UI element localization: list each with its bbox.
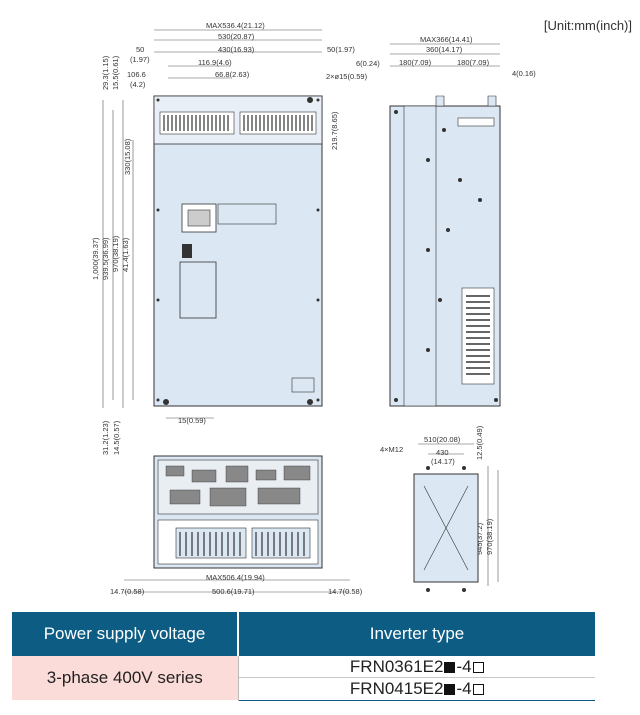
dim-50-inch: (1.97) bbox=[130, 55, 150, 64]
panel-cutout-view: 4×M12 510(20.08) 430 (14.17) 12.5(0.49) … bbox=[380, 425, 499, 592]
cutout-945: 945(37.2) bbox=[475, 522, 484, 555]
header-voltage: Power supply voltage bbox=[12, 612, 239, 656]
bottom-view: MAX506.4(19.94) 14.7(0.58) 500.6(19.71) … bbox=[110, 455, 363, 596]
bottom-dim-width: 500.6(19.71) bbox=[212, 587, 255, 596]
dim-width: 530(20.87) bbox=[218, 32, 255, 41]
empty-square-icon bbox=[472, 683, 484, 695]
side-dim-360: 360(14.17) bbox=[426, 45, 463, 54]
model-prefix: FRN0415E2 bbox=[349, 678, 444, 698]
inverter-table: Power supply voltage Inverter type 3-pha… bbox=[12, 612, 595, 701]
cutout-12: 12.5(0.49) bbox=[475, 425, 484, 460]
side-view: MAX366(14.41) 6(0.24) 360(14.17) 180(7.0… bbox=[356, 35, 536, 407]
dim-1000: 1,000(39.37) bbox=[91, 237, 100, 280]
side-dim-6: 6(0.24) bbox=[356, 59, 380, 68]
supply-cell: 3-phase 400V series bbox=[12, 656, 239, 700]
dim-66: 66.8(2.63) bbox=[215, 70, 250, 79]
dim-50-right: 50(1.97) bbox=[327, 45, 355, 54]
unit-note: [Unit:mm(inch)] bbox=[543, 18, 632, 33]
cutout-430-inch: (14.17) bbox=[431, 457, 455, 466]
dim-31: 31.2(1.23) bbox=[101, 420, 110, 455]
dim-106: 106.6 bbox=[127, 70, 146, 79]
dim-970: 970(38.19) bbox=[111, 235, 120, 272]
dim-29: 29.3(1.15) bbox=[101, 55, 110, 90]
bottom-dim-right: 14.7(0.58) bbox=[328, 587, 363, 596]
model-suffix: -4 bbox=[456, 678, 472, 698]
dim-15: 15.5(0.61) bbox=[111, 55, 120, 90]
side-dim-max: MAX366(14.41) bbox=[420, 35, 473, 44]
model-row: FRN0361E2 -4 bbox=[238, 656, 595, 679]
model-prefix: FRN0361E2 bbox=[349, 656, 444, 676]
dim-15-bottom: 15(0.59) bbox=[178, 416, 206, 425]
front-view: MAX536.4(21.12) 530(20.87) 50 430(16.93)… bbox=[91, 21, 368, 455]
dim-430: 430(16.93) bbox=[218, 45, 255, 54]
cutout-bolts: 4×M12 bbox=[380, 445, 403, 454]
empty-square-icon bbox=[472, 661, 484, 673]
bottom-dim-max: MAX506.4(19.94) bbox=[206, 573, 265, 582]
dim-219: 219.7(8.65) bbox=[330, 111, 339, 150]
header-inverter-type: Inverter type bbox=[238, 612, 595, 656]
dim-41: 41.4(1.63) bbox=[121, 237, 130, 272]
model-suffix: -4 bbox=[456, 656, 472, 676]
dim-106-inch: (4.2) bbox=[130, 80, 146, 89]
dim-max-width: MAX536.4(21.12) bbox=[206, 21, 265, 30]
hole-note: 2×ø15(0.59) bbox=[326, 72, 368, 81]
cutout-970: 970(38.19) bbox=[485, 518, 494, 555]
side-dim-180a: 180(7.09) bbox=[399, 58, 432, 67]
model-row: FRN0415E2 -4 bbox=[238, 677, 595, 701]
bottom-dim-left: 14.7(0.58) bbox=[110, 587, 145, 596]
filled-square-icon bbox=[444, 683, 456, 695]
side-dim-180b: 180(7.09) bbox=[457, 58, 490, 67]
dimension-drawing: MAX536.4(21.12) 530(20.87) 50 430(16.93)… bbox=[91, 21, 536, 596]
cutout-430: 430 bbox=[436, 448, 449, 457]
filled-square-icon bbox=[444, 661, 456, 673]
dim-330: 330(15.08) bbox=[123, 138, 132, 175]
dim-939: 939.5(36.99) bbox=[101, 237, 110, 280]
dim-14: 14.5(0.57) bbox=[112, 420, 121, 455]
dim-116: 116.9(4.6) bbox=[198, 58, 232, 67]
cutout-510: 510(20.08) bbox=[424, 435, 461, 444]
side-dim-4: 4(0.16) bbox=[512, 69, 536, 78]
dim-50: 50 bbox=[136, 45, 144, 54]
